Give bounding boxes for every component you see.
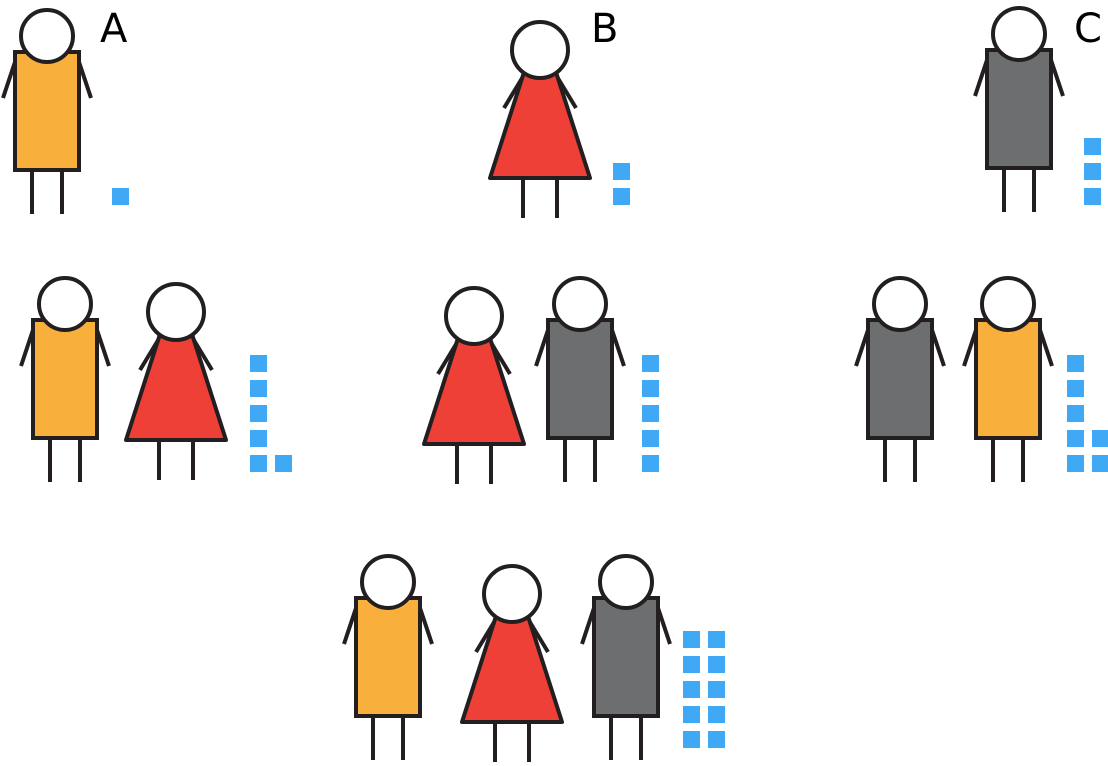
person-b [422,286,526,484]
token-stack [613,163,630,205]
group-a [1,8,129,214]
body [354,596,422,718]
group-c [973,6,1101,212]
token [642,380,659,397]
token [642,405,659,422]
head [482,564,542,624]
group-ab [19,276,292,482]
token [1067,405,1084,422]
token [250,430,267,447]
token [642,430,659,447]
group-b [488,20,630,218]
token [708,656,725,673]
token [613,163,630,180]
token [683,706,700,723]
head [37,276,93,332]
person-b [488,20,592,218]
head [360,554,416,610]
body [985,48,1053,170]
token [642,455,659,472]
token [683,656,700,673]
token-stack [642,355,659,472]
head [552,276,608,332]
token [1092,455,1108,472]
token-stack [250,355,292,472]
token-stack [1084,138,1101,205]
person-c [534,276,626,482]
head [980,276,1036,332]
token [1084,163,1101,180]
token [683,631,700,648]
token [250,455,267,472]
head [19,8,75,64]
person-a [962,276,1054,482]
group-bc [422,276,659,484]
body [422,330,526,446]
label-a: A [100,6,128,52]
token [708,731,725,748]
token [708,681,725,698]
token-stack [683,631,725,748]
body [592,596,660,718]
head [991,6,1047,62]
token [1092,430,1108,447]
token [275,455,292,472]
head [146,282,206,342]
token-stack [112,188,129,205]
body [488,64,592,180]
token [1067,455,1084,472]
token [1067,355,1084,372]
head [444,286,504,346]
head [872,276,928,332]
group-ca [854,276,1108,482]
token [250,405,267,422]
body [31,318,99,440]
token-stack [1067,355,1108,472]
body [13,50,81,172]
token [683,681,700,698]
token [250,355,267,372]
label-c: C [1074,6,1102,52]
person-c [854,276,946,482]
token [642,355,659,372]
person-a [1,8,93,214]
person-c [580,554,672,760]
token [708,706,725,723]
body [546,318,614,440]
body [866,318,934,440]
person-b [460,564,564,762]
head [510,20,570,80]
token [613,188,630,205]
token [683,731,700,748]
body [124,326,228,442]
label-b: B [591,6,618,52]
token [250,380,267,397]
group-abc [342,554,725,762]
token [708,631,725,648]
token [1084,188,1101,205]
body [460,608,564,724]
token [1067,380,1084,397]
person-a [19,276,111,482]
token [1067,430,1084,447]
person-a [342,554,434,760]
person-b [124,282,228,480]
person-c [973,6,1065,212]
head [598,554,654,610]
body [974,318,1042,440]
token [1084,138,1101,155]
token [112,188,129,205]
